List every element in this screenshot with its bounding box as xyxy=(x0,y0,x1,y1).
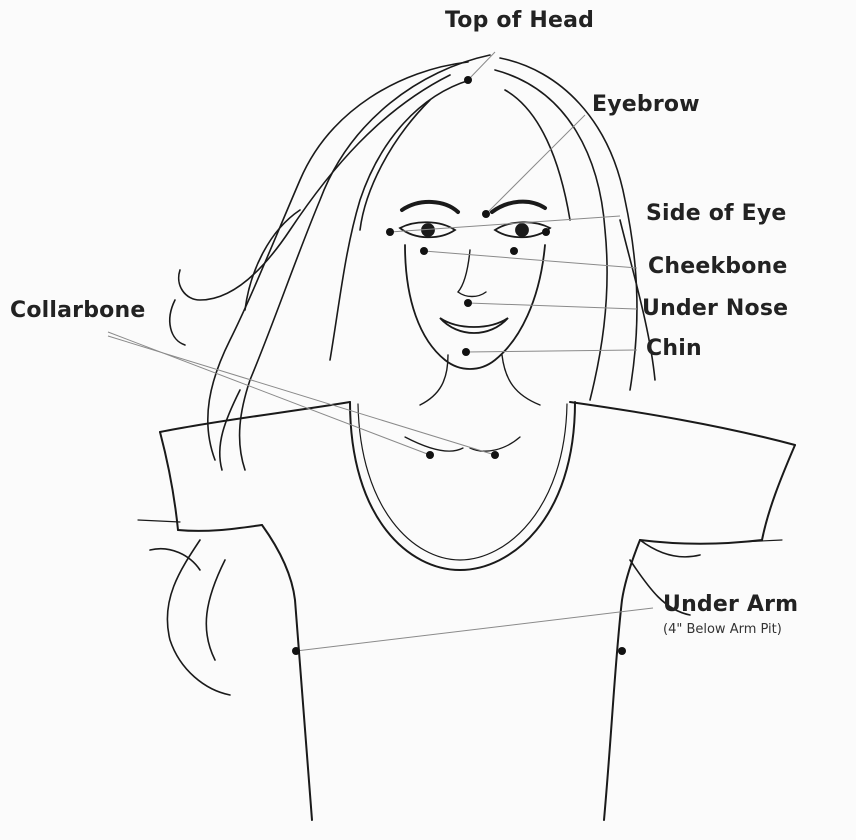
right-side xyxy=(604,540,640,820)
neck-right xyxy=(502,355,540,405)
label-chin: Chin xyxy=(646,336,702,361)
point-cheekbone-right xyxy=(510,247,518,255)
label-eyebrow: Eyebrow xyxy=(592,92,700,117)
left-sleeve-top xyxy=(160,432,178,530)
right-collarbone-line xyxy=(470,437,520,451)
point-side-of-eye-right xyxy=(542,228,550,236)
label-under-arm-note: (4" Below Arm Pit) xyxy=(663,622,782,637)
neckline-inner xyxy=(358,404,567,560)
neckline-outer xyxy=(350,402,575,570)
point-eyebrow xyxy=(482,210,490,218)
neck-left xyxy=(420,355,448,405)
right-sleeve-top xyxy=(762,445,795,540)
point-under-arm-left xyxy=(292,647,300,655)
point-cheekbone-left xyxy=(420,247,428,255)
left-arm-edge xyxy=(138,520,180,522)
label-top-of-head: Top of Head xyxy=(445,8,594,33)
label-cheekbone: Cheekbone xyxy=(648,254,788,279)
point-collarbone-left xyxy=(426,451,434,459)
point-collarbone-right xyxy=(491,451,499,459)
leader-cheekbone xyxy=(424,251,637,268)
left-eyebrow xyxy=(402,202,458,212)
label-side-of-eye: Side of Eye xyxy=(646,201,787,226)
point-top-of-head xyxy=(464,76,472,84)
right-shoulder xyxy=(570,402,795,445)
face-outline xyxy=(405,245,545,369)
right-eyebrow xyxy=(492,202,545,212)
nose xyxy=(458,250,486,297)
left-shoulder xyxy=(160,402,350,432)
label-under-arm: Under Arm xyxy=(663,592,798,617)
leader-under-nose xyxy=(468,303,637,309)
leader-under-arm xyxy=(296,608,653,651)
leader-chin xyxy=(466,350,637,352)
hair xyxy=(150,55,700,695)
point-side-of-eye-left xyxy=(386,228,394,236)
right-iris xyxy=(516,224,528,236)
left-sleeve-hem xyxy=(178,525,262,531)
leader-collarbone-right xyxy=(108,336,495,455)
point-under-arm-right xyxy=(618,647,626,655)
leader-eyebrow xyxy=(486,115,585,214)
left-side xyxy=(262,525,312,820)
label-collarbone: Collarbone xyxy=(10,298,145,323)
leader-lines xyxy=(108,52,653,651)
leader-side-of-eye xyxy=(390,216,620,232)
tapping-points xyxy=(292,76,626,655)
mouth xyxy=(440,318,508,333)
point-chin xyxy=(462,348,470,356)
point-under-nose xyxy=(464,299,472,307)
label-under-nose: Under Nose xyxy=(642,296,788,321)
